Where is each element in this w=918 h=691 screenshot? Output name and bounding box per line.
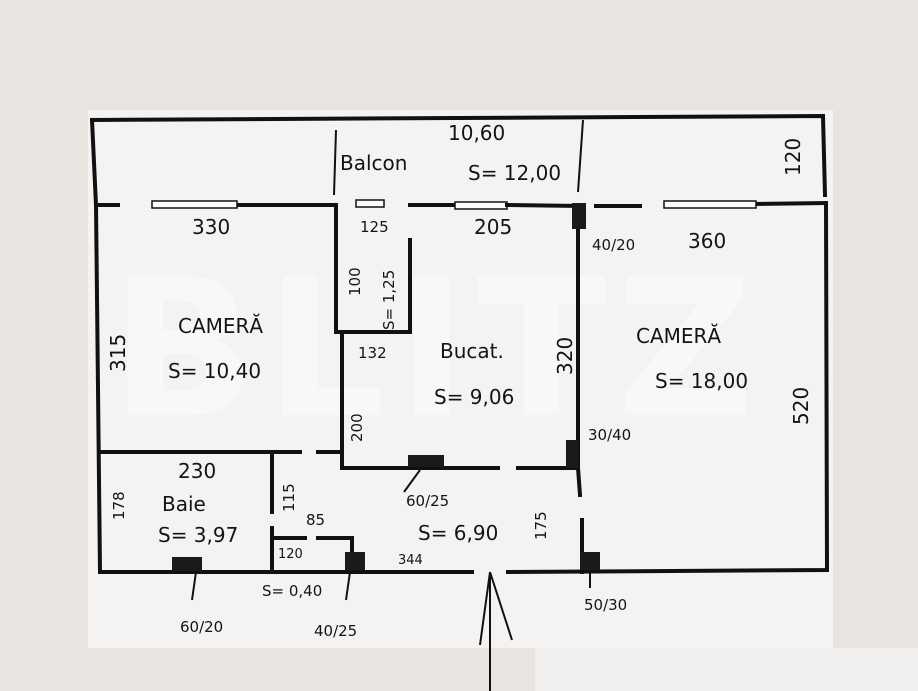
storage-area: S= 1,25 bbox=[380, 270, 398, 330]
kitchen-left-wall bbox=[340, 330, 500, 470]
camera-right-width: 360 bbox=[688, 229, 726, 253]
balcon-depth: 120 bbox=[781, 138, 805, 176]
camera-left-height: 315 bbox=[106, 334, 130, 372]
watermark: BLITZ bbox=[110, 239, 764, 460]
dim-132: 132 bbox=[358, 344, 387, 362]
kitchen-width: 205 bbox=[474, 215, 512, 239]
camera-left-label: CAMERĂ bbox=[178, 314, 263, 338]
leader-lines bbox=[191, 469, 591, 601]
dim-115: 115 bbox=[280, 483, 298, 512]
storage-height: 100 bbox=[346, 267, 364, 296]
kitchen-right-wall bbox=[516, 204, 584, 574]
outer-wall bbox=[89, 113, 830, 575]
balcony-wall bbox=[94, 200, 829, 334]
camera-right-height: 520 bbox=[789, 387, 813, 425]
balcony-divider bbox=[333, 129, 337, 196]
window-camera-left bbox=[151, 200, 238, 209]
camera-left-width: 330 bbox=[192, 215, 230, 239]
dim-200: 200 bbox=[348, 413, 366, 442]
kitchen-label: Bucat. bbox=[440, 339, 504, 363]
camera-right-area: S= 18,00 bbox=[655, 369, 748, 393]
entrance-arrow-icon bbox=[479, 571, 513, 691]
camera-left-area: S= 10,40 bbox=[168, 359, 261, 383]
window-storage bbox=[355, 199, 385, 208]
baie-width: 230 bbox=[178, 459, 216, 483]
baie-height: 178 bbox=[110, 491, 128, 520]
baie-label: Baie bbox=[162, 492, 206, 516]
dim-duct-baie: 60/20 bbox=[180, 618, 223, 636]
pillar-top bbox=[572, 203, 586, 229]
dim-pillar-kitchen: 30/40 bbox=[588, 426, 631, 444]
dim-duct-wc: 40/25 bbox=[314, 622, 357, 640]
duct-wc bbox=[345, 552, 365, 570]
kitchen-area: S= 9,06 bbox=[434, 385, 514, 409]
plan-paper bbox=[88, 110, 833, 648]
plan-paper-corner bbox=[535, 648, 918, 691]
balcon-length: 10,60 bbox=[448, 121, 505, 145]
hol-height: 175 bbox=[532, 511, 550, 540]
baie-area: S= 3,97 bbox=[158, 523, 238, 547]
balcon-area: S= 12,00 bbox=[468, 161, 561, 185]
wc-area: S= 0,40 bbox=[262, 582, 322, 600]
dim-duct-kitchen: 60/25 bbox=[406, 492, 449, 510]
pillar-kitchen bbox=[566, 440, 578, 468]
balcon-label: Balcon bbox=[340, 151, 407, 175]
window-kitchen bbox=[454, 201, 508, 210]
hol-width: 344 bbox=[398, 553, 423, 568]
wall-segment bbox=[504, 202, 583, 209]
hol-area: S= 6,90 bbox=[418, 521, 498, 545]
wc-height: 120 bbox=[278, 547, 303, 562]
storage-width: 125 bbox=[360, 218, 389, 236]
duct-kitchen bbox=[408, 455, 444, 467]
duct-hol bbox=[580, 552, 600, 570]
duct-baie bbox=[172, 557, 202, 571]
window-camera-right bbox=[663, 200, 757, 209]
kitchen-height: 320 bbox=[553, 337, 577, 375]
wc-width: 85 bbox=[306, 511, 325, 529]
dim-duct-hol: 50/30 bbox=[584, 596, 627, 614]
dim-pillar-top: 40/20 bbox=[592, 236, 635, 254]
camera-right-label: CAMERĂ bbox=[636, 324, 721, 348]
balcony-divider-2 bbox=[577, 119, 584, 193]
